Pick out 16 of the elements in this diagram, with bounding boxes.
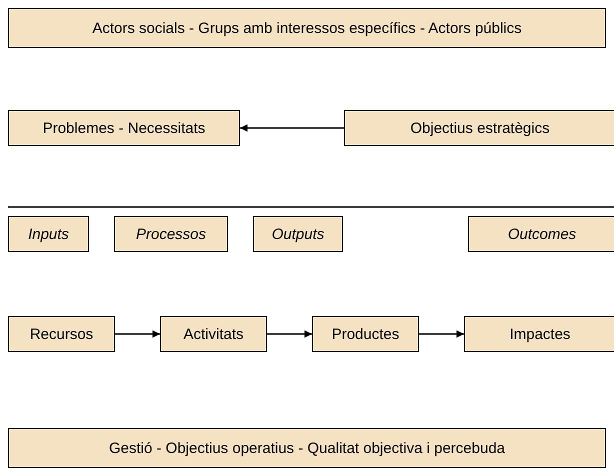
arrow <box>240 124 344 132</box>
process-box: Objectius estratègics <box>344 110 614 146</box>
process-box: Productes <box>312 316 419 352</box>
process-box: Activitats <box>160 316 267 352</box>
process-box: Impactes <box>464 316 614 352</box>
process-box: Outcomes <box>468 216 614 252</box>
process-box: Problemes - Necessitats <box>8 110 240 146</box>
arrow <box>115 330 160 338</box>
process-box: Outputs <box>253 216 343 252</box>
process-box: Recursos <box>8 316 115 352</box>
process-box: Actors socials - Grups amb interessos específics - Actors públics <box>8 8 606 48</box>
arrow <box>267 330 312 338</box>
process-box: Inputs <box>8 216 89 252</box>
process-box: Processos <box>114 216 228 252</box>
arrow <box>419 330 464 338</box>
process-box: Gestió - Objectius operatius - Qualitat objectiva i percebuda <box>8 428 606 468</box>
